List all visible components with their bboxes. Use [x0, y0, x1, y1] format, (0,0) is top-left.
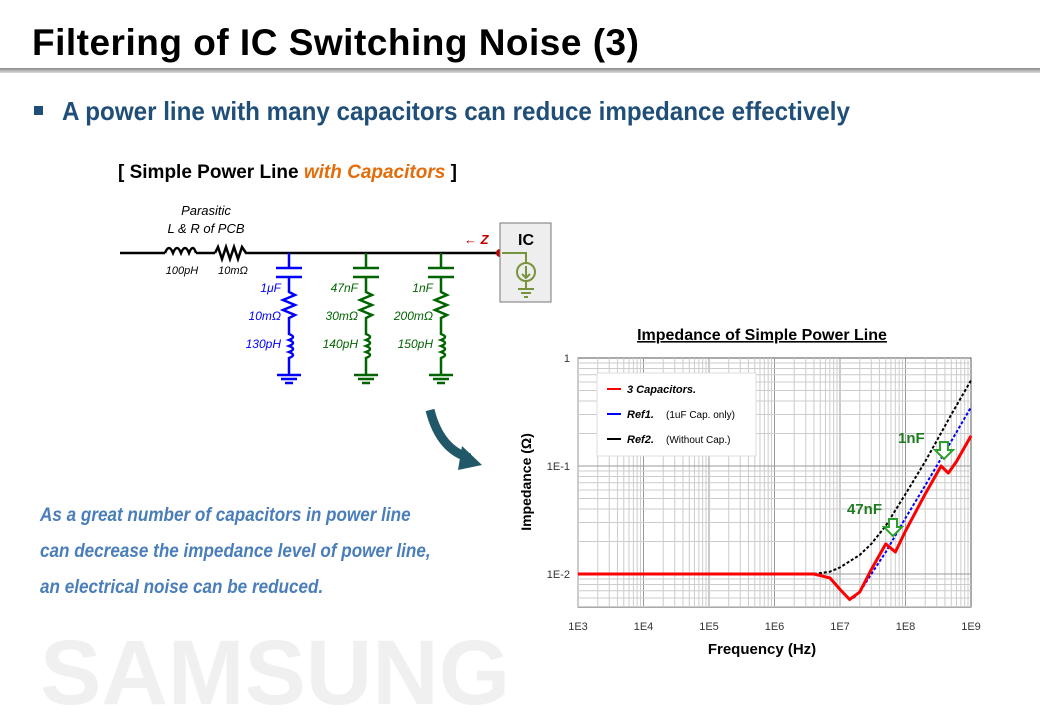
diagram-subtitle: [ Simple Power Line with Capacitors ]	[118, 162, 457, 184]
subtitle-suffix: ]	[445, 162, 457, 183]
y-tick-label: 1	[564, 353, 570, 365]
legend-note: (1uF Cap. only)	[666, 410, 735, 421]
x-tick-label: 1E7	[830, 621, 850, 633]
y-tick-label: 1E-1	[547, 461, 570, 473]
description-line: As a great number of capacitors in power…	[40, 505, 411, 526]
legend-note: (Without Cap.)	[666, 435, 730, 446]
annotation-1nf: 1nF	[898, 430, 925, 447]
circuit-diagram: Parasitic L & R of PCB 100pH 10mΩ 1μF 10m…	[120, 203, 552, 385]
legend: 3 Capacitors. Ref1. (1uF Cap. only) Ref2. (W…	[596, 372, 757, 457]
chart-title: Impedance of Simple Power Line	[637, 327, 887, 344]
x-tick-label: 1E6	[765, 621, 785, 633]
ic-label: IC	[518, 232, 534, 249]
page-title: Filtering of IC Switching Noise (3)	[32, 22, 640, 63]
capacitor-branch	[353, 253, 379, 385]
description-line: an electrical noise can be reduced.	[40, 577, 324, 598]
x-tick-label: 1E5	[699, 621, 719, 633]
legend-label: Ref1.	[627, 409, 654, 421]
x-tick-label: 1E3	[568, 621, 588, 633]
branch-wire	[428, 253, 454, 385]
inductor-icon	[163, 246, 198, 257]
bullet-icon	[34, 106, 43, 115]
subtitle-highlight: with Capacitors	[303, 162, 446, 183]
branch-R-label: 30mΩ	[326, 309, 358, 323]
legend-label: Ref2.	[627, 434, 654, 446]
bullet-text: A power line with many capacitors can re…	[62, 96, 850, 126]
parasitic-label-2: L & R of PCB	[167, 221, 244, 236]
x-axis-label: Frequency (Hz)	[708, 641, 816, 658]
x-tick-label: 1E8	[896, 621, 916, 633]
parasitic-label: Parasitic	[181, 203, 231, 218]
current-source-icon	[502, 252, 536, 298]
watermark: SAMSUNG	[40, 622, 510, 720]
arrow-head-icon	[458, 446, 482, 470]
series-resistance: 10mΩ	[218, 265, 248, 277]
capacitor-branch	[428, 253, 454, 385]
down-arrow-icon	[881, 518, 905, 538]
down-arrow-icon	[932, 441, 956, 461]
x-tick-label: 1E4	[634, 621, 654, 633]
subtitle-prefix: [ Simple Power Line	[118, 162, 304, 183]
capacitor-branch	[276, 253, 302, 385]
branch-R-label: 200mΩ	[393, 309, 433, 323]
z-label: ← Z	[464, 232, 490, 247]
title-divider	[0, 68, 1040, 73]
branch-L-label: 140pH	[323, 337, 359, 351]
resistor-icon	[213, 243, 250, 263]
branch-wire	[276, 253, 302, 385]
branch-L-label: 150pH	[398, 337, 434, 351]
x-tick-label: 1E9	[961, 621, 981, 633]
legend-label: 3 Capacitors.	[627, 384, 696, 396]
branch-C-label: 1nF	[412, 281, 433, 295]
series-inductance: 100pH	[166, 265, 198, 277]
branch-L-label: 130pH	[246, 337, 282, 351]
branch-C-label: 47nF	[331, 281, 359, 295]
series-line-3	[813, 379, 972, 575]
branch-R-label: 10mΩ	[249, 309, 281, 323]
branch-wire	[353, 253, 379, 385]
annotation-47nf: 47nF	[847, 501, 882, 518]
y-axis-label: Impedance (Ω)	[518, 433, 534, 531]
description-line: can decrease the impedance level of powe…	[40, 541, 431, 562]
impedance-chart: Impedance of Simple Power Line 1E3 1E4 1E5…	[518, 327, 981, 658]
description: As a great number of capacitors in power…	[40, 498, 431, 606]
branch-C-label: 1μF	[260, 281, 281, 295]
series-line-1	[578, 435, 973, 601]
y-tick-label: 1E-2	[547, 569, 570, 581]
